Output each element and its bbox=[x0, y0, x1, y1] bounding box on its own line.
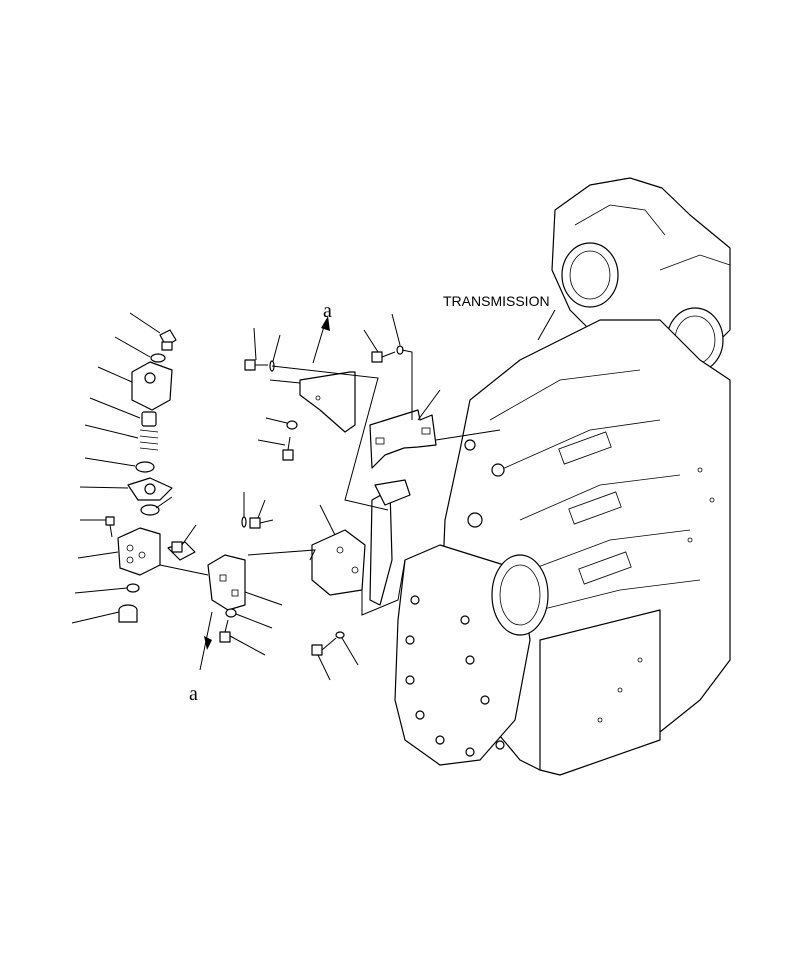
spool-plug bbox=[141, 411, 157, 427]
side-bracket bbox=[369, 409, 437, 469]
valve-block bbox=[131, 361, 173, 411]
valve-bracket bbox=[207, 554, 246, 611]
o-ring-1 bbox=[150, 353, 166, 363]
o-ring-3 bbox=[140, 504, 160, 516]
flange-plate bbox=[127, 477, 173, 501]
bolt-lower-2 bbox=[311, 637, 337, 656]
leader-lines bbox=[71, 312, 501, 681]
o-ring-4 bbox=[126, 583, 140, 593]
bolt-center-1 bbox=[282, 436, 294, 461]
pressure-switch bbox=[167, 541, 196, 561]
o-ring-2 bbox=[135, 461, 155, 473]
upper-bracket bbox=[299, 371, 356, 433]
washer-lower-1 bbox=[225, 608, 237, 618]
manifold-block bbox=[117, 527, 161, 576]
washer-center-2 bbox=[241, 516, 247, 528]
arrow-label-bottom: a bbox=[189, 683, 198, 705]
transmission-leader bbox=[537, 309, 556, 341]
mount-bracket bbox=[311, 479, 411, 606]
transmission-label: TRANSMISSION bbox=[443, 293, 550, 309]
washer-lower-2 bbox=[335, 631, 345, 639]
breather-fitting bbox=[159, 329, 177, 351]
small-bolt-1 bbox=[105, 516, 115, 538]
arrow-bottom bbox=[199, 611, 213, 671]
plug bbox=[118, 604, 138, 623]
spring bbox=[139, 429, 159, 451]
washer-center-1 bbox=[286, 420, 298, 430]
arrow-label-top: a bbox=[323, 300, 332, 322]
bolt-upper-right bbox=[371, 351, 396, 363]
bolt-upper-left bbox=[244, 359, 268, 371]
transmission-housing bbox=[394, 177, 731, 776]
bolt-center-2 bbox=[249, 517, 274, 529]
arrow-top bbox=[312, 316, 330, 364]
bolt-lower-1 bbox=[219, 619, 231, 643]
